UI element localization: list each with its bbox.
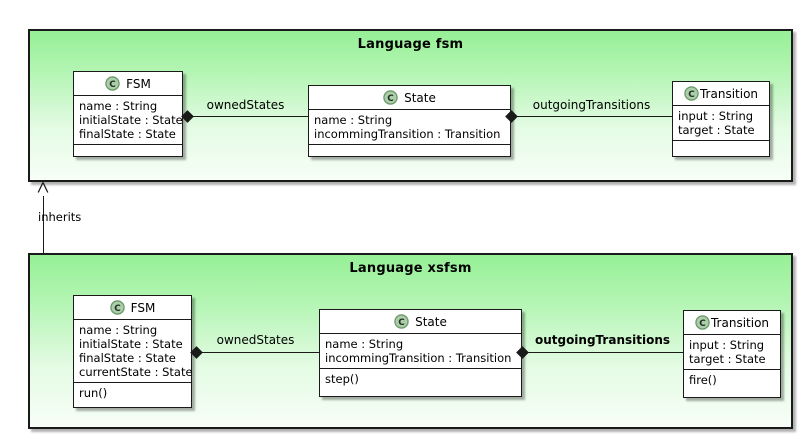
association-label-ownedStates-fsm: ownedStates xyxy=(206,98,285,112)
attribute-line: finalState : State xyxy=(79,351,176,365)
attribute-line: name : String xyxy=(79,323,158,337)
svg-text:C: C xyxy=(699,319,706,329)
attributes-compartment: name : String incommingTransition : Tran… xyxy=(320,334,521,369)
class-icon: C xyxy=(684,86,699,101)
class-name-label: FSM xyxy=(130,300,156,315)
svg-text:C: C xyxy=(688,90,695,100)
class-name-label: FSM xyxy=(126,76,151,91)
class-icon: C xyxy=(109,300,125,315)
operations-compartment: fire() xyxy=(684,370,780,390)
attributes-compartment: name : String initialState : State final… xyxy=(74,320,193,383)
class-icon: C xyxy=(383,90,398,105)
class-box-fsm-FSM[interactable]: C FSM name : String initialState : State… xyxy=(73,71,183,157)
svg-text:C: C xyxy=(114,304,121,314)
attribute-line: name : String xyxy=(325,337,404,351)
attribute-line: finalState : State xyxy=(79,127,176,141)
class-header-xsfsm-FSM: C FSM xyxy=(74,296,191,320)
operations-compartment xyxy=(673,141,769,152)
attribute-line: incommingTransition : Transition xyxy=(314,127,501,141)
class-name-label: State xyxy=(415,314,447,329)
class-name-label: State xyxy=(404,90,436,105)
class-icon: C xyxy=(105,76,120,91)
class-header-xsfsm-Transition: C Transition xyxy=(684,311,780,335)
class-header-xsfsm-State: C State xyxy=(320,310,521,334)
operations-compartment: step() xyxy=(320,369,521,389)
operations-compartment xyxy=(74,145,182,156)
attributes-compartment: input : String target : State xyxy=(673,106,769,141)
class-box-xsfsm-State[interactable]: C State name : String incommingTransitio… xyxy=(319,309,522,397)
class-header-fsm-State: C State xyxy=(309,86,510,110)
class-box-fsm-Transition[interactable]: C Transition input : String target : Sta… xyxy=(672,81,770,157)
attribute-line: input : String xyxy=(689,338,765,352)
class-icon: C xyxy=(695,315,710,330)
attributes-compartment: input : String target : State xyxy=(684,335,780,370)
attribute-line: input : String xyxy=(678,109,754,123)
association-line-outgoingTransitions-xsfsm xyxy=(522,352,683,353)
operation-line: run() xyxy=(79,386,108,400)
attribute-line: name : String xyxy=(314,113,393,127)
svg-text:C: C xyxy=(109,80,116,90)
class-name-label: Transition xyxy=(710,315,770,330)
association-line-outgoingTransitions-fsm xyxy=(511,116,672,117)
association-label-ownedStates-xsfsm: ownedStates xyxy=(216,333,295,347)
attributes-compartment: name : String initialState : State final… xyxy=(74,96,183,145)
attribute-line: target : State xyxy=(689,352,766,366)
svg-text:C: C xyxy=(398,318,405,328)
class-icon: C xyxy=(394,314,409,329)
operations-compartment xyxy=(309,145,510,156)
class-box-xsfsm-Transition[interactable]: C Transition input : String target : Sta… xyxy=(683,310,781,398)
inheritance-label: inherits xyxy=(38,210,82,224)
inheritance-arrow-icon xyxy=(37,182,49,193)
package-title-xsfsm: Language xsfsm xyxy=(349,261,472,276)
class-name-label: Transition xyxy=(699,86,759,101)
attribute-line: currentState : State xyxy=(79,365,193,379)
attribute-line: target : State xyxy=(678,123,755,137)
attribute-line: incommingTransition : Transition xyxy=(325,351,512,365)
association-line-ownedStates-xsfsm xyxy=(192,352,319,353)
inheritance-line xyxy=(43,196,44,253)
class-header-fsm-Transition: C Transition xyxy=(673,82,769,106)
attributes-compartment: name : String incommingTransition : Tran… xyxy=(309,110,510,145)
class-box-xsfsm-FSM[interactable]: C FSM name : String initialState : State… xyxy=(73,295,193,408)
operation-line: step() xyxy=(325,372,359,386)
association-label-outgoingTransitions-xsfsm: outgoingTransitions xyxy=(534,333,671,347)
association-line-ownedStates-fsm xyxy=(183,116,308,117)
package-title-fsm: Language fsm xyxy=(357,37,464,52)
attribute-line: name : String xyxy=(79,99,158,113)
class-box-fsm-State[interactable]: C State name : String incommingTransitio… xyxy=(308,85,511,157)
attribute-line: initialState : State xyxy=(79,337,183,351)
attribute-line: initialState : State xyxy=(79,113,183,127)
association-label-outgoingTransitions-fsm: outgoingTransitions xyxy=(532,98,651,112)
svg-text:C: C xyxy=(387,94,394,104)
operation-line: fire() xyxy=(689,373,717,387)
operations-compartment: run() xyxy=(74,383,191,403)
class-header-fsm-FSM: C FSM xyxy=(74,72,182,96)
